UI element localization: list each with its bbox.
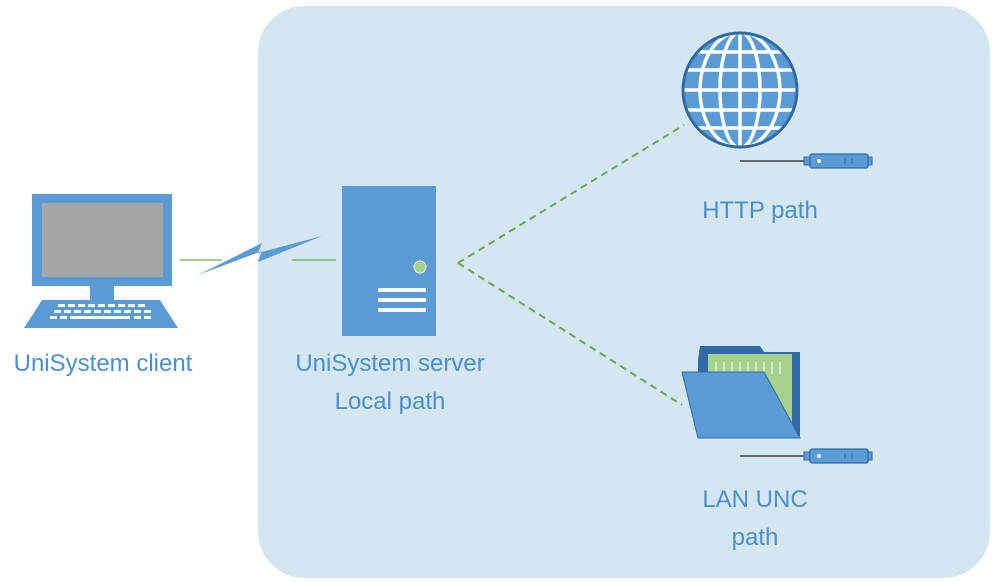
http-label: HTTP path	[702, 197, 818, 224]
lan-label-line2: path	[731, 524, 779, 551]
client-server-link	[180, 236, 336, 275]
server-tower-icon[interactable]	[342, 186, 436, 336]
server-label-line1: UniSystem server	[295, 350, 485, 377]
globe-icon[interactable]	[680, 30, 800, 150]
client-label: UniSystem client	[13, 350, 193, 377]
server-lan-link	[457, 262, 683, 406]
server-http-link	[457, 124, 685, 264]
lan-label: LAN UNC path	[680, 481, 830, 557]
drive-connector-icon	[740, 448, 873, 464]
folder-icon[interactable]	[681, 346, 801, 439]
server-label-line2: Local path	[334, 388, 446, 415]
drive-connector-icon	[740, 153, 873, 169]
lan-label-line1: LAN UNC	[702, 486, 808, 513]
lightning-bolt-icon	[198, 236, 322, 275]
desktop-computer-icon[interactable]	[24, 194, 178, 328]
server-label: UniSystem server Local path	[270, 345, 510, 421]
